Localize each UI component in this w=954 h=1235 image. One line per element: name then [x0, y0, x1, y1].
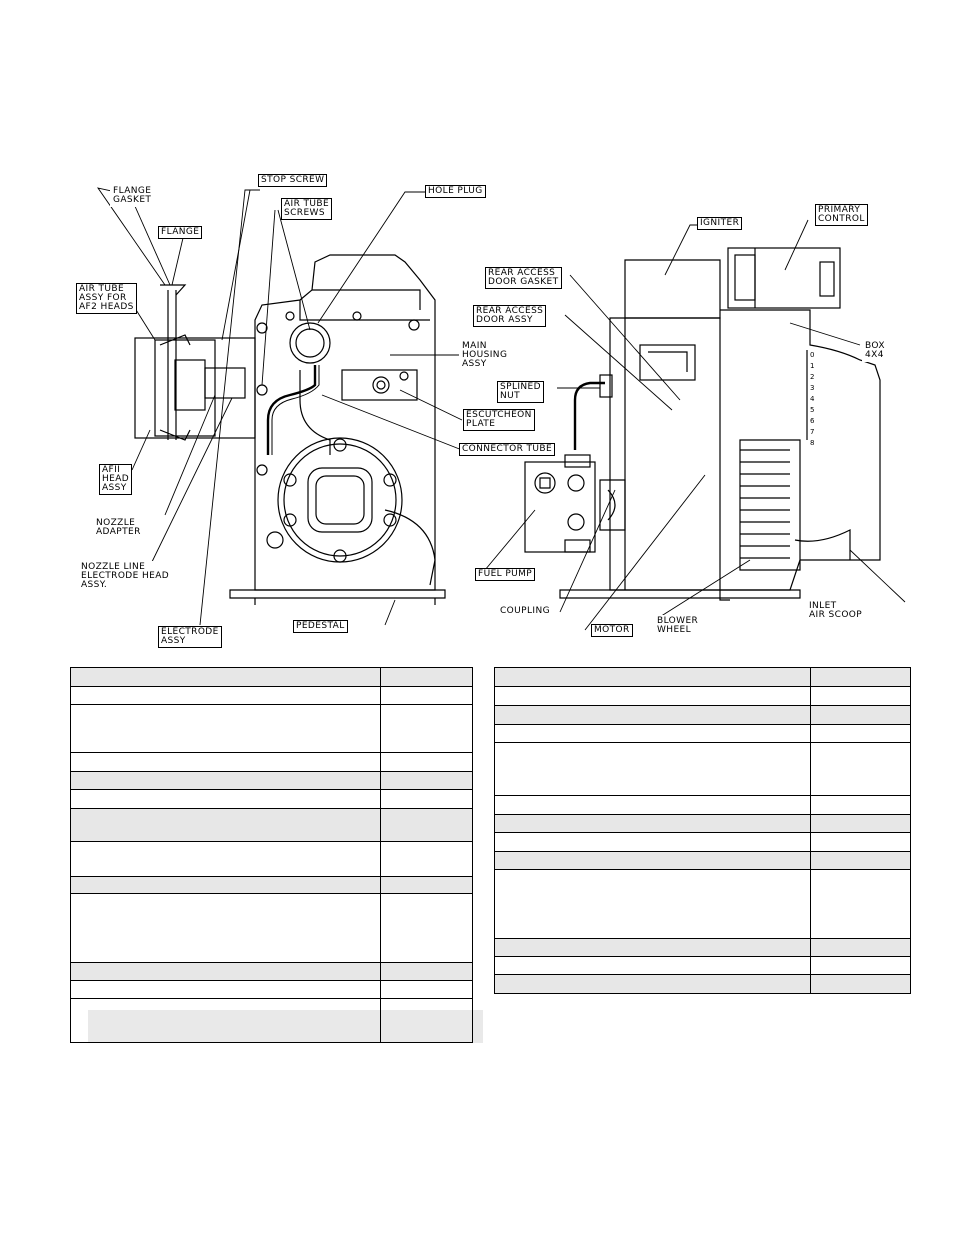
- label-fuel-pump: FUEL PUMP: [475, 568, 536, 581]
- dial-number: 2: [810, 373, 814, 381]
- parts-table-left: [69, 667, 473, 1043]
- table-row: [493, 795, 911, 815]
- label-escutcheon-plate: ESCUTCHEON PLATE: [463, 409, 535, 431]
- label-pedestal: PEDESTAL: [293, 620, 348, 633]
- dial-number: 4: [810, 395, 815, 403]
- label-hole-plug: HOLE PLUG: [425, 185, 486, 198]
- label-connector-tube: CONNECTOR TUBE: [459, 443, 556, 456]
- label-box-4x4: BOX 4X4: [862, 340, 888, 362]
- label-stop-screw: STOP SCREW: [258, 174, 328, 187]
- burner-exploded-diagram: 0 1 2 3 4 5 6 7 8: [96, 187, 906, 631]
- label-coupling: COUPLING: [497, 605, 553, 618]
- label-flange-gasket: FLANGE GASKET: [110, 185, 155, 207]
- dial-number: 7: [810, 428, 814, 436]
- label-air-tube-assy: AIR TUBE ASSY FOR AF2 HEADS: [76, 283, 137, 314]
- table-row: [493, 724, 911, 743]
- table-row: [69, 704, 473, 753]
- table-row: [69, 962, 473, 981]
- table-row: [69, 789, 473, 809]
- table-row: [69, 841, 473, 877]
- label-air-tube-screws: AIR TUBE SCREWS: [281, 198, 333, 220]
- label-primary-control: PRIMARY CONTROL: [815, 204, 868, 226]
- label-splined-nut: SPLINED NUT: [497, 381, 544, 403]
- table-row: [493, 851, 911, 870]
- table-row: [69, 752, 473, 772]
- leader-lines: [96, 187, 906, 631]
- dial-number: 5: [810, 406, 814, 414]
- dial-number: 6: [810, 417, 815, 425]
- table-row: [493, 742, 911, 796]
- label-rear-access-gasket: REAR ACCESS DOOR GASKET: [485, 267, 562, 289]
- label-afii-head-assy: AFII HEAD ASSY: [99, 464, 133, 495]
- table-row: [493, 686, 911, 706]
- table-row: [493, 938, 911, 957]
- dial-number: 1: [810, 362, 814, 370]
- table-row: [69, 893, 473, 963]
- table-row: [493, 956, 911, 975]
- table-row: [69, 998, 473, 1043]
- label-main-housing: MAIN HOUSING ASSY: [459, 340, 511, 371]
- table-row: [69, 771, 473, 790]
- label-motor: MOTOR: [591, 624, 633, 637]
- table-row: [493, 974, 911, 994]
- table-row: [493, 814, 911, 833]
- table-row: [69, 686, 473, 705]
- table-row: [69, 808, 473, 842]
- table-row: [493, 869, 911, 939]
- dial-number: 8: [810, 439, 814, 447]
- table-row: [69, 980, 473, 999]
- label-nozzle-line: NOZZLE LINE ELECTRODE HEAD ASSY.: [78, 561, 173, 592]
- label-nozzle-adapter: NOZZLE ADAPTER: [93, 517, 144, 539]
- label-inlet-air-scoop: INLET AIR SCOOP: [806, 600, 866, 622]
- dial-number: 3: [810, 384, 814, 392]
- table-row: [493, 705, 911, 725]
- table-row: [69, 876, 473, 894]
- label-igniter: IGNITER: [697, 217, 743, 230]
- label-blower-wheel: BLOWER WHEEL: [654, 615, 702, 637]
- side-view-drawing: [524, 247, 881, 601]
- table-row: [493, 832, 911, 852]
- dial-number: 0: [810, 351, 814, 359]
- table-header-row: [69, 667, 473, 687]
- label-rear-access-assy: REAR ACCESS DOOR ASSY: [473, 305, 547, 327]
- table-header-row: [493, 667, 911, 687]
- front-view-drawing: [134, 254, 446, 605]
- label-electrode-assy: ELECTRODE ASSY: [158, 626, 222, 648]
- dial-scale: 0 1 2 3 4 5 6 7 8: [810, 351, 815, 447]
- parts-table-right: [493, 667, 911, 994]
- label-flange: FLANGE: [158, 226, 203, 239]
